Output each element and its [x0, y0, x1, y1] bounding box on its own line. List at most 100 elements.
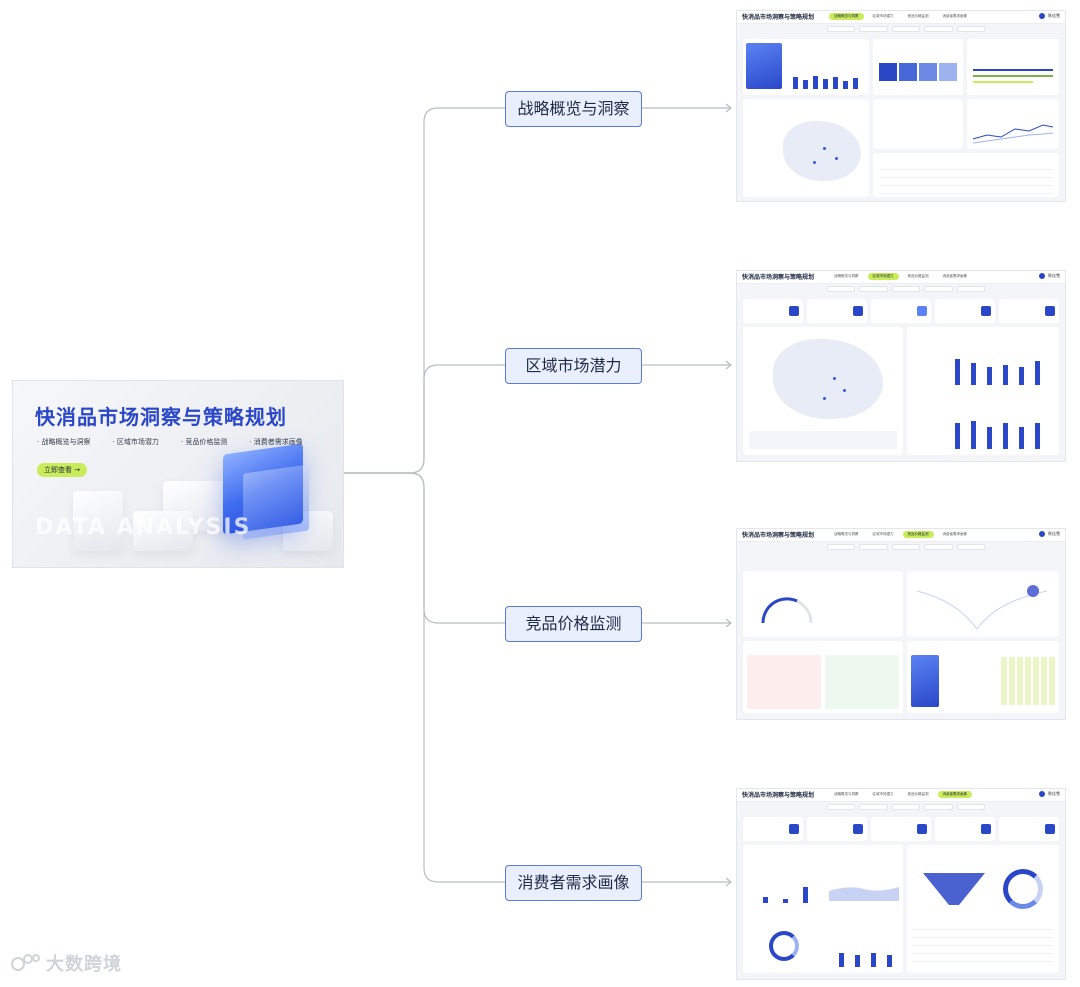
brand-logo: 大数跨境 — [10, 950, 122, 976]
thumb-tab: 区域市场潜力 — [867, 273, 899, 280]
thumb-tab: 竞品价格监测 — [902, 531, 934, 538]
thumb-tab: 战略概览与洞察 — [834, 792, 859, 796]
root-item: · 战略概览与洞察 — [37, 438, 91, 446]
avatar — [1039, 13, 1045, 19]
connector-4 — [342, 472, 505, 883]
user-name: 陈佳雪 — [1048, 531, 1060, 536]
panel — [743, 99, 869, 197]
thumb-title: 快消品市场洞察与策略规划 — [742, 792, 815, 799]
thumb-header: 快消品市场洞察与策略规划 战略概览与洞察 区域市场潜力 竞品价格监测 消费者需求… — [737, 789, 1065, 802]
user-name: 陈佳雪 — [1048, 791, 1060, 796]
avatar — [1039, 791, 1045, 797]
root-item-list: · 战略概览与洞察 · 区域市场潜力 · 竞品价格监测 · 消费者需求画像 — [37, 437, 303, 447]
root-node-card[interactable]: DATA ANALYSIS 快消品市场洞察与策略规划 · 战略概览与洞察 · 区… — [12, 380, 344, 568]
thumb-title: 快消品市场洞察与策略规划 — [742, 14, 815, 21]
branch-regional-potential[interactable]: 区域市场潜力 — [505, 348, 642, 384]
thumb-tab: 消费者需求画像 — [942, 274, 968, 278]
kpi-card — [807, 817, 867, 841]
thumb-tab: 竞品价格监测 — [907, 792, 929, 796]
arrow-head-2 — [725, 360, 732, 370]
thumb-tab: 竞品价格监测 — [907, 274, 929, 278]
panel — [967, 39, 1059, 95]
funnel-scatter-graphic — [916, 585, 1048, 630]
branch-consumer-persona[interactable]: 消费者需求画像 — [505, 865, 642, 901]
thumb-filter-bar — [827, 26, 986, 32]
avatar — [1039, 273, 1045, 279]
kpi-card — [935, 299, 995, 323]
thumb-filter-bar — [827, 544, 986, 550]
panel — [873, 99, 963, 149]
thumb-tab: 区域市场潜力 — [872, 792, 894, 796]
thumb-header: 快消品市场洞察与策略规划 战略概览与洞察 区域市场潜力 竞品价格监测 消费者需求… — [737, 11, 1065, 24]
thumb-header: 快消品市场洞察与策略规划 战略概览与洞察 区域市场潜力 竞品价格监测 消费者需求… — [737, 529, 1065, 542]
decor-block — [133, 511, 193, 551]
thumb-tabs: 战略概览与洞察 区域市场潜力 竞品价格监测 消费者需求画像 — [829, 791, 972, 798]
thumb-user: 陈佳雪 — [1039, 273, 1060, 279]
thumb-user: 陈佳雪 — [1039, 531, 1060, 537]
thumb-tab: 区域市场潜力 — [872, 532, 894, 536]
arrow-head-3 — [725, 618, 732, 628]
view-now-button[interactable]: 立即查看 → — [37, 463, 87, 477]
thumb-tabs: 战略概览与洞察 区域市场潜力 竞品价格监测 消费者需求画像 — [829, 13, 972, 20]
dashboard-thumbnail-strategy[interactable]: 快消品市场洞察与策略规划 战略概览与洞察 区域市场潜力 竞品价格监测 消费者需求… — [736, 10, 1066, 202]
panel — [743, 39, 869, 95]
thumb-tabs: 战略概览与洞察 区域市场潜力 竞品价格监测 消费者需求画像 — [829, 273, 972, 280]
brand-logo-icon — [10, 952, 42, 974]
funnel-graphic — [923, 873, 985, 905]
area-chart-graphic — [829, 887, 899, 901]
kpi-card — [999, 299, 1059, 323]
kpi-card — [935, 817, 995, 841]
decor-block — [73, 491, 123, 551]
panel — [873, 39, 963, 95]
arrow-head-4 — [725, 877, 732, 887]
user-name: 陈佳雪 — [1048, 273, 1060, 278]
avatar — [1039, 531, 1045, 537]
kpi-card — [999, 817, 1059, 841]
dashboard-thumbnail-regional[interactable]: 快消品市场洞察与策略规划 战略概览与洞察 区域市场潜力 竞品价格监测 消费者需求… — [736, 270, 1066, 462]
panel — [967, 99, 1059, 149]
kpi-card — [871, 299, 931, 323]
connector-2 — [342, 364, 505, 474]
branch-competitor-price[interactable]: 竞品价格监测 — [505, 606, 642, 642]
panel — [743, 641, 903, 713]
brand-logo-text: 大数跨境 — [46, 954, 122, 975]
panel — [743, 327, 903, 455]
thumb-user: 陈佳雪 — [1039, 13, 1060, 19]
dashboard-thumbnail-consumer[interactable]: 快消品市场洞察与策略规划 战略概览与洞察 区域市场潜力 竞品价格监测 消费者需求… — [736, 788, 1066, 980]
gauge-graphic — [761, 597, 813, 624]
root-title: 快消品市场洞察与策略规划 — [35, 405, 287, 429]
thumb-tab: 消费者需求画像 — [942, 14, 968, 18]
hero-card — [746, 43, 782, 89]
root-item: · 消费者需求画像 — [249, 438, 303, 446]
panel — [907, 845, 1059, 973]
thumb-title: 快消品市场洞察与策略规划 — [742, 274, 815, 281]
thumb-title: 快消品市场洞察与策略规划 — [742, 532, 815, 539]
thumb-tab: 战略概览与洞察 — [829, 13, 864, 20]
thumb-tab: 消费者需求画像 — [942, 532, 968, 536]
thumb-tab: 战略概览与洞察 — [834, 532, 859, 536]
panel — [743, 845, 903, 973]
arrow-head-1 — [725, 103, 732, 113]
root-item: · 区域市场潜力 — [112, 438, 159, 446]
line-chart-graphic — [972, 124, 1054, 144]
user-name: 陈佳雪 — [1048, 13, 1060, 18]
kpi-card — [743, 299, 803, 323]
panel — [907, 327, 1059, 455]
thumb-tab: 竞品价格监测 — [907, 14, 929, 18]
panel — [873, 153, 1059, 197]
thumb-filter-bar — [827, 804, 986, 810]
branch-strategy-overview[interactable]: 战略概览与洞察 — [505, 91, 642, 127]
kpi-card — [743, 817, 803, 841]
glass-cube-highlight — [243, 464, 309, 540]
thumb-user: 陈佳雪 — [1039, 791, 1060, 797]
kpi-card — [807, 299, 867, 323]
thumb-tab: 战略概览与洞察 — [834, 274, 859, 278]
thumb-filter-bar — [827, 286, 986, 292]
root-item: · 竞品价格监测 — [180, 438, 228, 446]
thumb-tabs: 战略概览与洞察 区域市场潜力 竞品价格监测 消费者需求画像 — [829, 531, 972, 538]
thumb-header: 快消品市场洞察与策略规划 战略概览与洞察 区域市场潜力 竞品价格监测 消费者需求… — [737, 271, 1065, 284]
thumb-tab: 区域市场潜力 — [872, 14, 894, 18]
panel — [907, 641, 1059, 713]
dashboard-thumbnail-competitor[interactable]: 快消品市场洞察与策略规划 战略概览与洞察 区域市场潜力 竞品价格监测 消费者需求… — [736, 528, 1066, 720]
panel — [907, 571, 1059, 637]
